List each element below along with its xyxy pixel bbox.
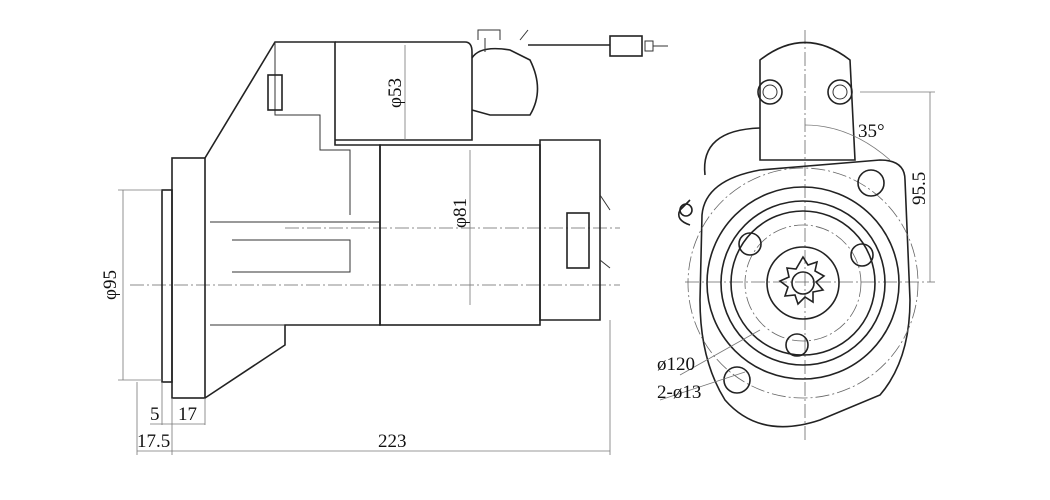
pilot [161,189,173,383]
dim-overall-length: 223 [378,431,407,452]
flange [171,157,206,399]
dim-height: 95.5 [909,172,930,205]
nose-housing [204,41,381,399]
dim-solenoid-diameter: φ53 [385,78,406,108]
dim-holes: 2-ø13 [657,382,701,403]
connector [609,35,643,57]
dim-bolt-circle: ø120 [657,354,695,375]
dim-motor-diameter: φ81 [450,198,471,228]
top-boss [759,41,856,161]
dim-angle: 35° [858,121,885,142]
dim-pilot-diameter: φ95 [100,270,121,300]
dim-flange-to-pilot: 17.5 [137,431,170,452]
mount-hole [723,366,751,394]
dim-pilot-offset: 5 [150,404,160,425]
mount-hole [857,169,885,197]
pinion-gear [778,255,826,306]
dim-flange-thickness: 17 [178,404,197,425]
end-cap [539,139,601,321]
motor-body [379,144,541,326]
front-view: 35° 95.5 ø120 2-ø13 [657,30,935,440]
solenoid [335,41,473,141]
side-view: φ95 φ53 φ81 5 17 17.5 223 [100,29,668,455]
mounting-flange [699,159,911,428]
